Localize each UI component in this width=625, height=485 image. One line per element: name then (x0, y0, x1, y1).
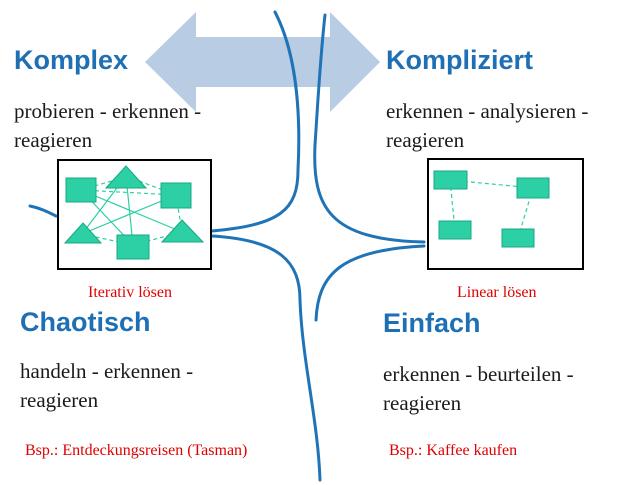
triangle-node-icon (63, 222, 103, 244)
square-node-icon (160, 182, 192, 209)
double-headed-arrow-icon (145, 12, 380, 112)
komplex-actions-line1: probieren - erkennen - (14, 99, 202, 123)
square-node-icon (438, 220, 472, 240)
kompliziert-title: Kompliziert (386, 45, 534, 75)
link (81, 194, 177, 235)
triangle-node-icon (160, 219, 205, 243)
square-node-icon (501, 228, 535, 248)
kompliziert-actions-line1: erkennen - analysieren - (386, 99, 589, 123)
triangle-node-icon (104, 165, 148, 189)
kompliziert-actions-line2: reagieren (386, 128, 465, 152)
komplex-actions-line2: reagieren (14, 128, 93, 152)
chaotisch-actions-line1: handeln - erkennen - (20, 359, 194, 383)
iterative-nodes (63, 165, 205, 260)
boundary-top-curve (210, 10, 301, 233)
square-node-icon (65, 177, 97, 203)
einfach-actions-line1: erkennen - beurteilen - (383, 362, 574, 386)
chaotisch-title: Chaotisch (20, 307, 151, 337)
boundary-bottom-curve (210, 234, 322, 482)
iterative-caption: Iterativ lösen (88, 284, 172, 301)
chaotisch-actions-line2: reagieren (20, 388, 99, 412)
square-node-icon (516, 177, 550, 199)
einfach-actions-line2: reagieren (383, 391, 462, 415)
einfach-title: Einfach (383, 308, 481, 338)
boundary-right-curve (313, 13, 426, 244)
einfach-example: Bsp.: Kaffee kaufen (389, 442, 518, 459)
linear-nodes (433, 170, 550, 248)
boundary-curves (28, 10, 426, 482)
linear-caption: Linear lösen (457, 284, 537, 301)
boundary-left-whisker (28, 204, 58, 218)
chaotisch-example: Bsp.: Entdeckungsreisen (Tasman) (25, 442, 248, 459)
link (80, 189, 183, 233)
link (80, 189, 177, 196)
komplex-title: Komplex (14, 45, 129, 75)
square-node-icon (116, 234, 150, 260)
square-node-icon (433, 170, 468, 190)
boundary-right-lower-curve (314, 244, 426, 322)
